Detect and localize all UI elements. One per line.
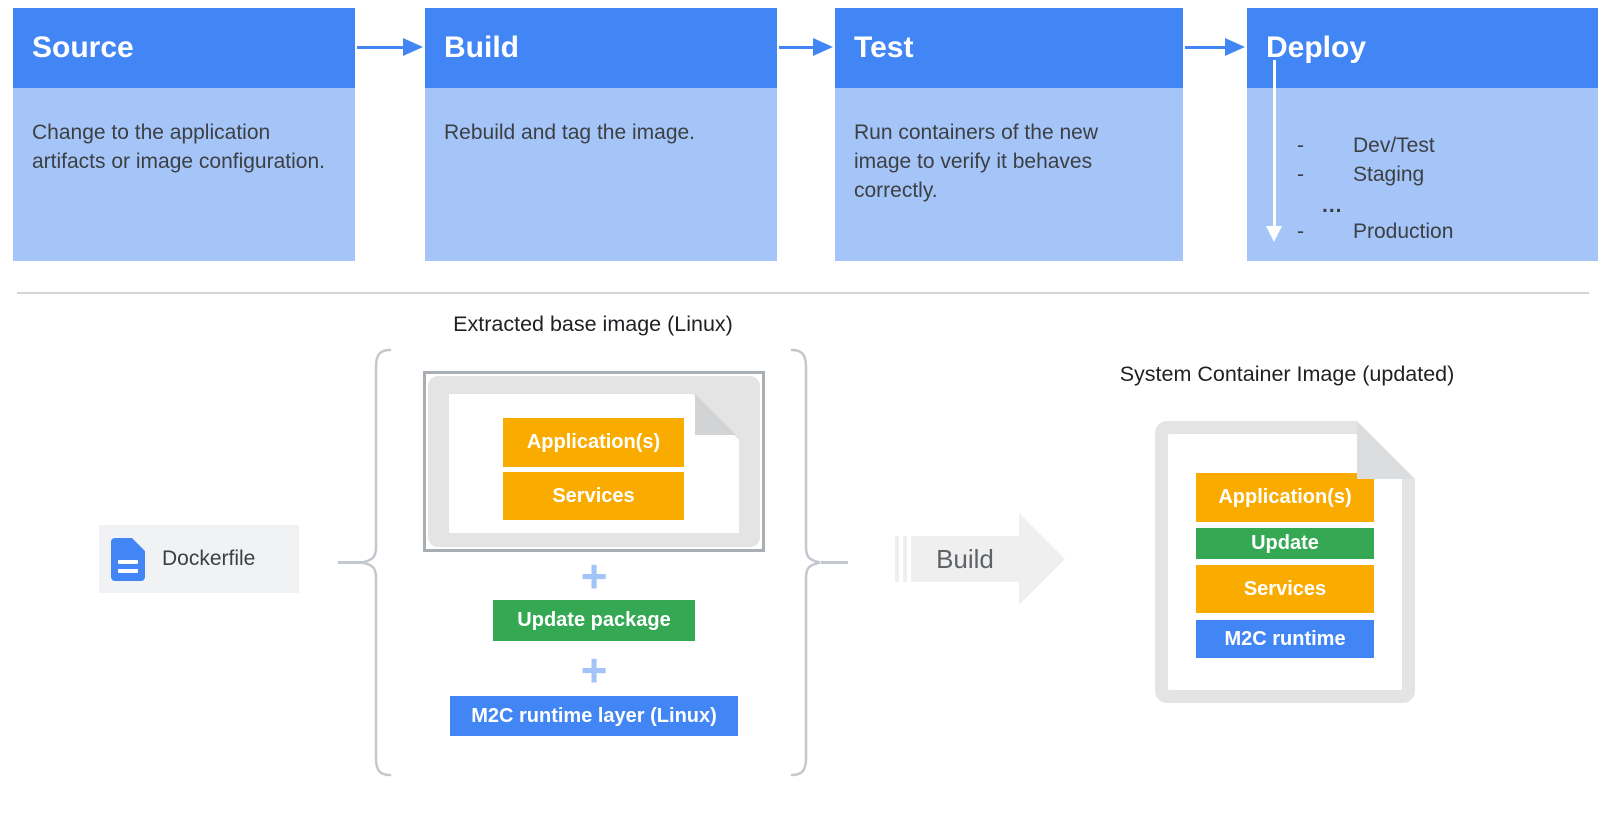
deploy-target-ellipsis: ... xyxy=(1322,194,1343,217)
deploy-target-label: Production xyxy=(1353,220,1454,243)
result-layer-applications: Application(s) xyxy=(1196,473,1374,522)
base-image-page: Application(s) Services xyxy=(449,394,739,533)
stage-source-title: Source xyxy=(32,31,134,64)
arrow-down-icon xyxy=(1273,60,1276,226)
deploy-target-bullet: - xyxy=(1297,134,1304,157)
build-arrow-head-icon xyxy=(1019,513,1065,605)
arrow-right-icon xyxy=(1185,38,1245,56)
plus-icon: + xyxy=(580,550,608,602)
doc-line xyxy=(118,568,138,573)
arrow-down-head-icon xyxy=(1266,226,1282,242)
stage-test-description: Run containers of the new image to verif… xyxy=(854,121,1098,202)
stage-source: Source Change to the application artifac… xyxy=(13,8,355,261)
result-layer-services: Services xyxy=(1196,565,1374,613)
stage-build: Build Rebuild and tag the image. xyxy=(425,8,777,261)
stage-build-description: Rebuild and tag the image. xyxy=(444,121,696,144)
doc-line xyxy=(118,559,138,564)
stage-deploy-header: Deploy xyxy=(1247,8,1598,88)
extracted-base-image-box: Application(s) Services xyxy=(423,371,765,552)
section-divider xyxy=(17,292,1589,294)
stage-test-header: Test xyxy=(835,8,1183,88)
stage-build-body: Rebuild and tag the image. xyxy=(425,88,777,261)
stage-source-description: Change to the application artifacts or i… xyxy=(32,121,325,173)
base-image-frame: Application(s) Services xyxy=(428,376,760,547)
layer-services: Services xyxy=(503,472,684,520)
stage-test: Test Run containers of the new image to … xyxy=(835,8,1183,261)
build-arrow-label: Build xyxy=(936,543,994,574)
stage-source-header: Source xyxy=(13,8,355,88)
layer-applications: Application(s) xyxy=(503,418,684,467)
deploy-target-bullet: - xyxy=(1297,220,1304,243)
right-brace xyxy=(790,348,821,777)
deploy-target-label: Staging xyxy=(1353,163,1425,186)
stage-deploy: Deploy - Dev/Test - Staging ... - Produc… xyxy=(1247,8,1598,261)
build-arrow-stripe xyxy=(903,536,907,582)
dockerfile-label: Dockerfile xyxy=(162,547,256,570)
arrow-right-icon xyxy=(357,38,423,56)
plus-icon: + xyxy=(580,644,608,696)
system-container-image-title: System Container Image (updated) xyxy=(1119,362,1455,386)
stage-build-header: Build xyxy=(425,8,777,88)
update-package-box: Update package xyxy=(493,600,695,641)
left-brace xyxy=(361,348,392,777)
m2c-runtime-layer-box: M2C runtime layer (Linux) xyxy=(450,696,738,736)
system-container-image-doc: Application(s) Update Services M2C runti… xyxy=(1155,421,1415,703)
dockerfile-document-icon xyxy=(111,537,145,581)
result-layer-m2c-runtime: M2C runtime xyxy=(1196,620,1374,658)
build-arrow-stripe xyxy=(895,536,899,582)
stage-deploy-title: Deploy xyxy=(1266,31,1367,64)
stage-test-body: Run containers of the new image to verif… xyxy=(835,88,1183,261)
stage-build-title: Build xyxy=(444,31,519,64)
stage-test-title: Test xyxy=(854,31,914,64)
result-layer-update: Update xyxy=(1196,528,1374,559)
build-arrow: Build xyxy=(911,536,1019,582)
stage-deploy-body xyxy=(1247,88,1598,261)
arrow-right-icon xyxy=(779,38,833,56)
extracted-base-image-title: Extracted base image (Linux) xyxy=(453,312,733,336)
deploy-target-label: Dev/Test xyxy=(1353,134,1435,157)
dockerfile-chip: Dockerfile xyxy=(99,525,299,593)
system-container-image-page: Application(s) Update Services M2C runti… xyxy=(1168,434,1402,690)
deploy-target-bullet: - xyxy=(1297,163,1304,186)
connector-line xyxy=(338,561,363,564)
connector-line xyxy=(821,561,848,564)
stage-source-body: Change to the application artifacts or i… xyxy=(13,88,355,261)
page-fold-icon xyxy=(1357,421,1415,479)
